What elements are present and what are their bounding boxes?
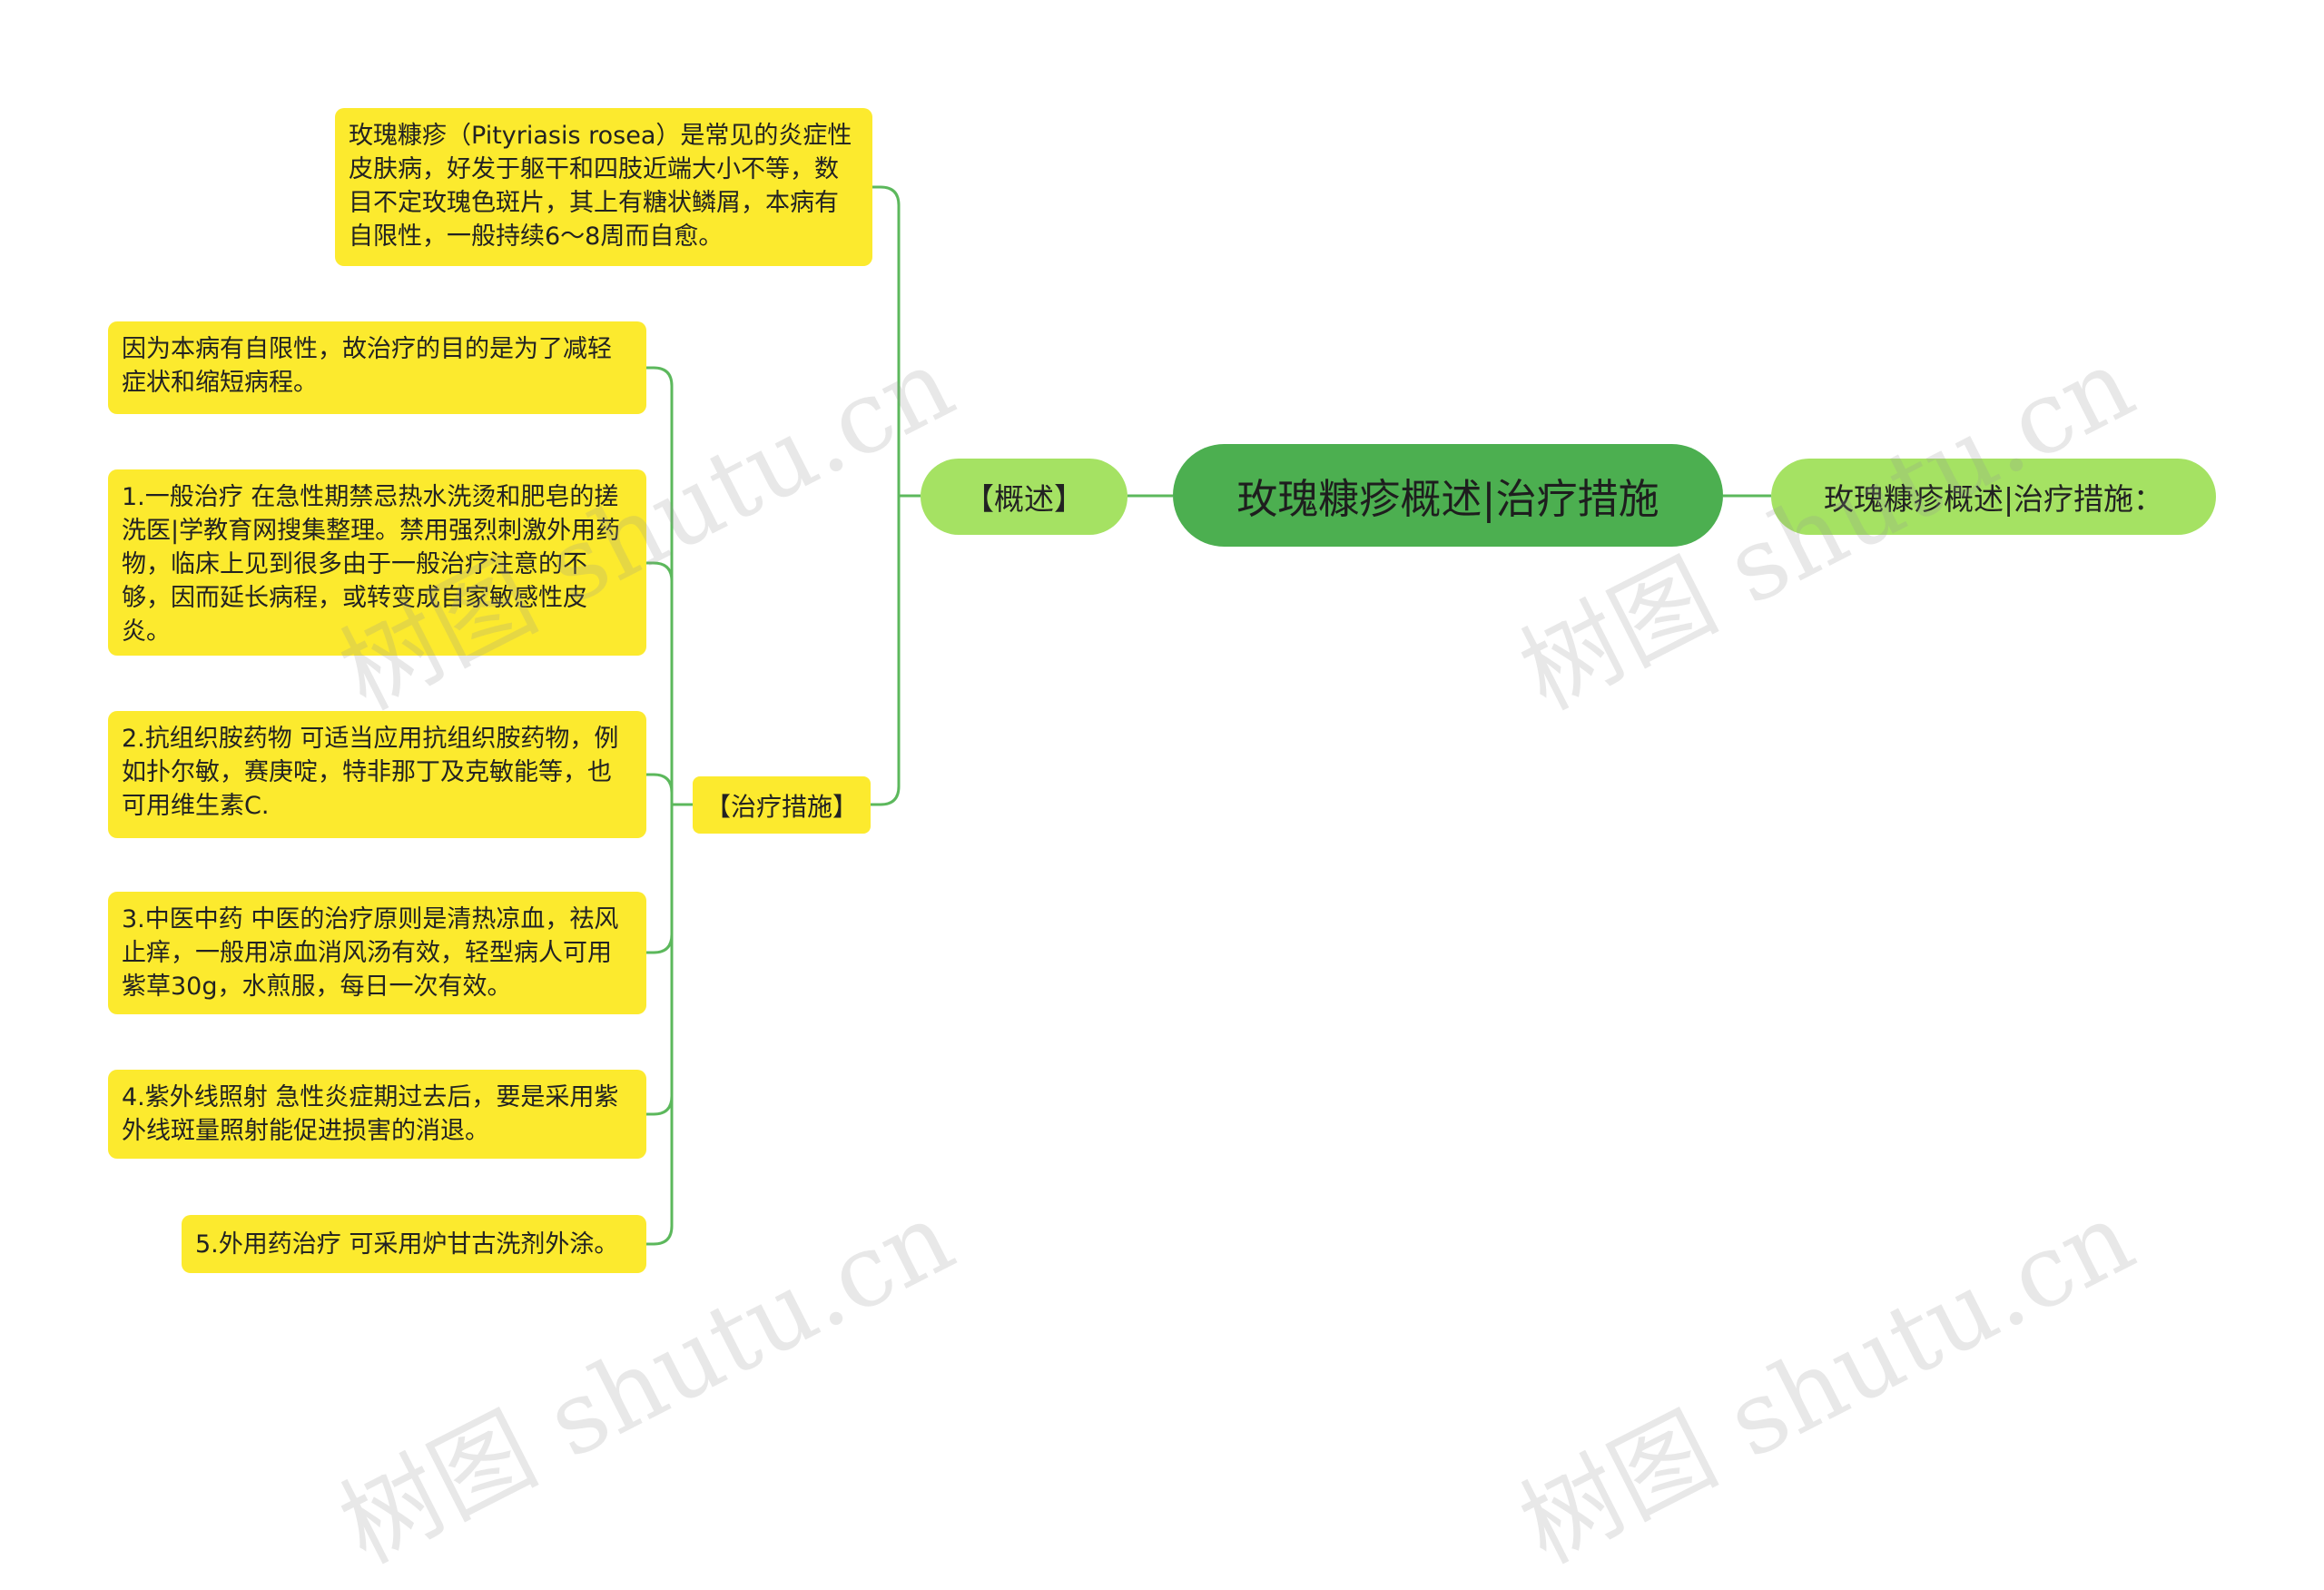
root-node[interactable]: 玫瑰糠疹概述|治疗措施 xyxy=(1173,444,1723,547)
link-overview-treatment xyxy=(871,496,901,806)
treatment-item-text: 3.中医中药 中医的治疗原则是清热凉血，祛风止痒，一般用凉血消风汤有效，轻型病人… xyxy=(122,905,619,1001)
treatment-item-node[interactable]: 2.抗组织胺药物 可适当应用抗组织胺药物，例如扑尔敏，赛庚啶，特非那丁及克敏能等… xyxy=(108,711,646,838)
treatment-node[interactable]: 【治疗措施】 xyxy=(693,776,871,834)
link-item-6 xyxy=(646,1096,674,1246)
treatment-item-node[interactable]: 5.外用药治疗 可采用炉甘古洗剂外涂。 xyxy=(182,1215,646,1273)
treatment-item-text: 5.外用药治疗 可采用炉甘古洗剂外涂。 xyxy=(195,1230,619,1259)
treatment-item-text: 4.紫外线照射 急性炎症期过去后，要是采用紫外线斑量照射能促进损害的消退。 xyxy=(122,1083,619,1145)
link-item-2 xyxy=(646,561,674,582)
link-item-5 xyxy=(646,934,674,1116)
overview-node[interactable]: 【概述】 xyxy=(921,459,1128,535)
link-item-1 xyxy=(646,366,674,805)
link-item-3 xyxy=(646,773,674,805)
treatment-item-node[interactable]: 4.紫外线照射 急性炎症期过去后，要是采用紫外线斑量照射能促进损害的消退。 xyxy=(108,1070,646,1159)
right-branch-node[interactable]: 玫瑰糠疹概述|治疗措施： xyxy=(1771,459,2216,535)
right-branch-label: 玫瑰糠疹概述|治疗措施： xyxy=(1823,481,2164,517)
connector-lines xyxy=(646,185,1771,1246)
treatment-item-text: 因为本病有自限性，故治疗的目的是为了减轻症状和缩短病程。 xyxy=(122,335,612,397)
treatment-item-node[interactable]: 因为本病有自限性，故治疗的目的是为了减轻症状和缩短病程。 xyxy=(108,321,646,414)
root-title: 玫瑰糠疹概述|治疗措施 xyxy=(1236,475,1659,523)
link-overview-text xyxy=(872,185,901,496)
overview-text-node[interactable]: 玫瑰糠疹（Pityriasis rosea）是常见的炎症性皮肤病，好发于躯干和四… xyxy=(335,108,872,266)
overview-label: 【概述】 xyxy=(964,481,1084,517)
treatment-item-text: 1.一般治疗 在急性期禁忌热水洗烫和肥皂的搓洗医|学教育网搜集整理。禁用强烈刺激… xyxy=(122,483,621,646)
overview-text: 玫瑰糠疹（Pityriasis rosea）是常见的炎症性皮肤病，好发于躯干和四… xyxy=(349,122,852,251)
treatment-label: 【治疗措施】 xyxy=(704,791,858,822)
treatment-item-text: 2.抗组织胺药物 可适当应用抗组织胺药物，例如扑尔敏，赛庚啶，特非那丁及克敏能等… xyxy=(122,725,619,820)
treatment-item-node[interactable]: 3.中医中药 中医的治疗原则是清热凉血，祛风止痒，一般用凉血消风汤有效，轻型病人… xyxy=(108,892,646,1014)
treatment-item-node[interactable]: 1.一般治疗 在急性期禁忌热水洗烫和肥皂的搓洗医|学教育网搜集整理。禁用强烈刺激… xyxy=(108,469,646,656)
link-item-4 xyxy=(646,805,674,954)
